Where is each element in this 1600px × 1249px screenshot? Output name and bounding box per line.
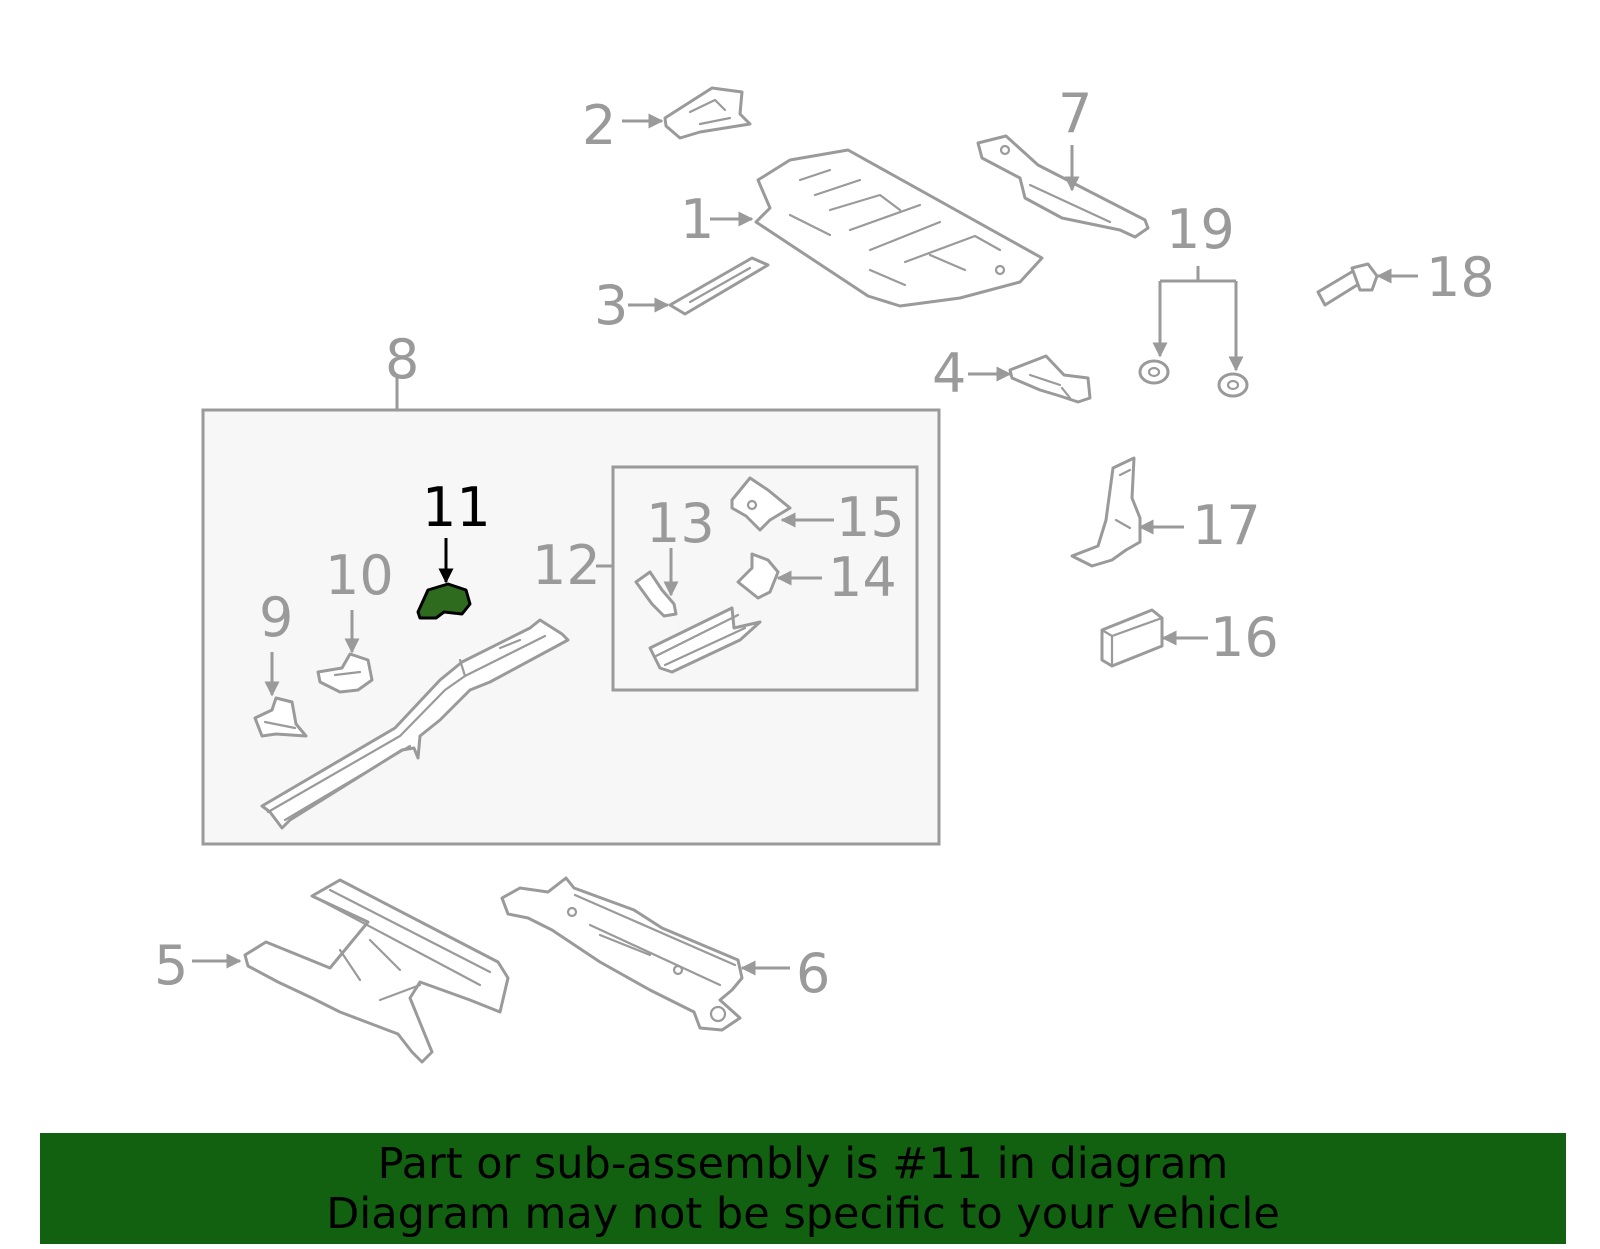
part-13-bracket[interactable] — [634, 570, 678, 618]
part-17-bracket[interactable] — [1070, 456, 1142, 568]
callout-13: 13 — [646, 492, 715, 555]
callout-9: 9 — [259, 586, 293, 649]
part-9-bracket[interactable] — [253, 696, 308, 738]
part-7-bracket[interactable] — [976, 134, 1150, 239]
part-10-bracket[interactable] — [316, 652, 374, 694]
callout-17: 17 — [1192, 494, 1261, 557]
callout-11: 11 — [422, 476, 491, 539]
callout-16: 16 — [1210, 606, 1279, 669]
callout-12: 12 — [532, 534, 601, 597]
banner-line-2: Diagram may not be specific to your vehi… — [326, 1188, 1280, 1239]
callout-6: 6 — [796, 942, 830, 1005]
part-2-bracket[interactable] — [663, 86, 752, 140]
part-4-bracket[interactable] — [1008, 354, 1092, 404]
part-19-nuts[interactable] — [1138, 359, 1249, 398]
part-6-crossmember[interactable] — [500, 876, 744, 1032]
info-banner: Part or sub-assembly is #11 in diagram D… — [40, 1133, 1566, 1244]
part-11-highlighted[interactable] — [416, 582, 472, 620]
callout-1: 1 — [680, 188, 714, 251]
callout-18: 18 — [1426, 246, 1495, 309]
part-15-bracket[interactable] — [730, 476, 792, 532]
part-14-bracket[interactable] — [736, 552, 780, 600]
side-rail[interactable] — [260, 618, 570, 830]
callout-14: 14 — [828, 546, 897, 609]
callout-3: 3 — [594, 274, 628, 337]
callout-8: 8 — [385, 328, 419, 391]
part-5-crossmember[interactable] — [243, 878, 510, 1064]
callout-5: 5 — [154, 934, 188, 997]
callout-10: 10 — [325, 544, 394, 607]
callout-2: 2 — [582, 94, 616, 157]
callout-4: 4 — [932, 342, 966, 405]
callout-7: 7 — [1058, 82, 1092, 145]
subassembly-12-rail[interactable] — [648, 606, 762, 674]
banner-line-1: Part or sub-assembly is #11 in diagram — [377, 1138, 1229, 1189]
callout-19: 19 — [1166, 198, 1235, 261]
callout-15: 15 — [836, 486, 905, 549]
part-1-floor-pan[interactable] — [754, 148, 1044, 308]
part-18-bolt[interactable] — [1316, 262, 1379, 307]
part-3-reinforcement[interactable] — [668, 256, 770, 316]
part-16-block[interactable] — [1100, 608, 1164, 668]
